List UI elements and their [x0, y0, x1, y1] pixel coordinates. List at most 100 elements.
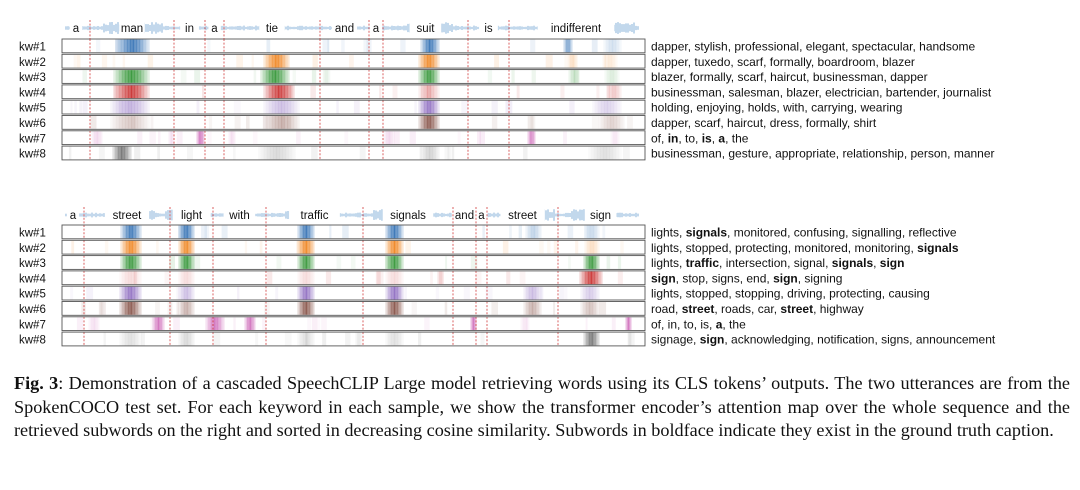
retrieved-word-segment: sign — [773, 271, 798, 285]
caption-text: : Demonstration of a cascaded SpeechCLIP… — [14, 373, 1070, 440]
attention-peak — [119, 286, 142, 300]
retrieved-word-segment: , roads, car, — [714, 302, 780, 316]
word-label-bg — [289, 208, 340, 222]
attention-noise — [122, 54, 126, 68]
word-label-bg — [66, 208, 80, 222]
attention-noise — [575, 240, 579, 254]
attention-map-border — [61, 301, 646, 316]
attention-peak — [580, 302, 600, 315]
attention-noise — [244, 240, 248, 254]
attention-noise — [156, 240, 159, 254]
retrieved-word-segment: of, in, to, is, — [651, 317, 716, 331]
attention-peak — [178, 240, 195, 254]
keyword-label: kw#2 — [19, 57, 46, 69]
attention-noise — [236, 54, 243, 68]
attention-noise — [377, 271, 384, 285]
retrieved-words: of, in, to, is, a, the — [651, 317, 746, 331]
attention-noise — [86, 286, 94, 300]
attention-peak — [592, 100, 622, 114]
attention-noise — [193, 256, 201, 269]
attention-peak — [385, 332, 404, 346]
attention-map-border — [61, 99, 646, 115]
attention-noise — [435, 286, 440, 300]
word-label-bg — [369, 21, 383, 35]
attention-map-border — [61, 130, 646, 146]
attention-peak — [120, 256, 142, 269]
word-label: with — [228, 210, 249, 222]
attention-peak — [297, 256, 315, 269]
attention-noise — [194, 70, 201, 83]
attention-noise — [596, 85, 600, 99]
retrieved-word-segment: dapper, tuxedo, scarf, formally, boardro… — [651, 55, 915, 69]
attention-peak — [523, 286, 542, 300]
attention-noise — [322, 70, 329, 83]
attention-noise — [463, 286, 470, 300]
attention-noise — [394, 131, 400, 145]
attention-noise — [202, 85, 204, 99]
attention-noise — [366, 39, 372, 53]
attention-map-bg — [62, 84, 645, 99]
attention-noise — [444, 302, 448, 315]
attention-noise — [233, 317, 236, 331]
word-label: tie — [266, 23, 278, 35]
attention-noise — [523, 146, 528, 160]
attention-noise — [568, 256, 571, 269]
attention-map-bg — [62, 130, 645, 145]
attention-noise — [491, 116, 498, 129]
attention-noise — [617, 256, 622, 269]
attention-noise — [482, 225, 485, 239]
attention-noise — [98, 302, 102, 315]
retrieved-word-segment: , signing — [798, 271, 843, 285]
retrieved-word-segment: , — [712, 131, 719, 145]
attention-map-bg — [62, 286, 645, 300]
attention-noise — [82, 70, 87, 83]
attention-peak — [91, 131, 103, 145]
attention-noise — [90, 116, 97, 129]
attention-noise — [470, 256, 478, 269]
attention-map-bg — [62, 146, 645, 160]
attention-peak — [420, 39, 440, 53]
figure-label: Fig. 3 — [14, 373, 59, 393]
attention-noise — [355, 332, 362, 346]
keyword-label: kw#1 — [19, 228, 46, 240]
word-label-bg — [104, 208, 150, 222]
attention-map-border — [61, 224, 646, 240]
attention-peak — [602, 54, 618, 68]
word-label: a — [73, 23, 80, 35]
attention-noise — [71, 240, 75, 254]
attention-noise — [411, 302, 417, 315]
attention-noise — [438, 271, 444, 285]
attention-noise — [491, 302, 498, 315]
attention-peak — [385, 286, 404, 300]
attention-map-bg — [62, 332, 645, 346]
attention-noise — [617, 271, 623, 285]
attention-peak — [263, 116, 300, 129]
retrieved-word-segment: sign — [700, 333, 725, 347]
attention-noise — [344, 131, 349, 145]
attention-noise — [324, 70, 331, 83]
attention-noise — [76, 317, 84, 331]
retrieved-words: holding, enjoying, holds, with, carrying… — [651, 101, 902, 115]
attention-noise — [477, 131, 481, 145]
attention-noise — [255, 332, 259, 346]
retrieved-word-segment: sign — [880, 256, 905, 270]
attention-noise — [628, 332, 635, 346]
attention-noise — [336, 256, 342, 269]
attention-noise — [221, 225, 228, 239]
attention-noise — [77, 54, 81, 68]
attention-peak — [110, 100, 150, 114]
attention-peak — [470, 317, 477, 331]
keyword-label: kw#4 — [19, 273, 46, 285]
retrieved-word-segment: signage, — [651, 333, 700, 347]
retrieved-word-segment: a — [716, 317, 723, 331]
attention-peak — [119, 332, 142, 346]
attention-peak — [297, 225, 315, 239]
retrieved-word-segment: , acknowledging, notification, signs, an… — [724, 333, 996, 347]
retrieved-words: lights, traffic, intersection, signal, s… — [651, 256, 904, 270]
attention-noise — [322, 332, 327, 346]
